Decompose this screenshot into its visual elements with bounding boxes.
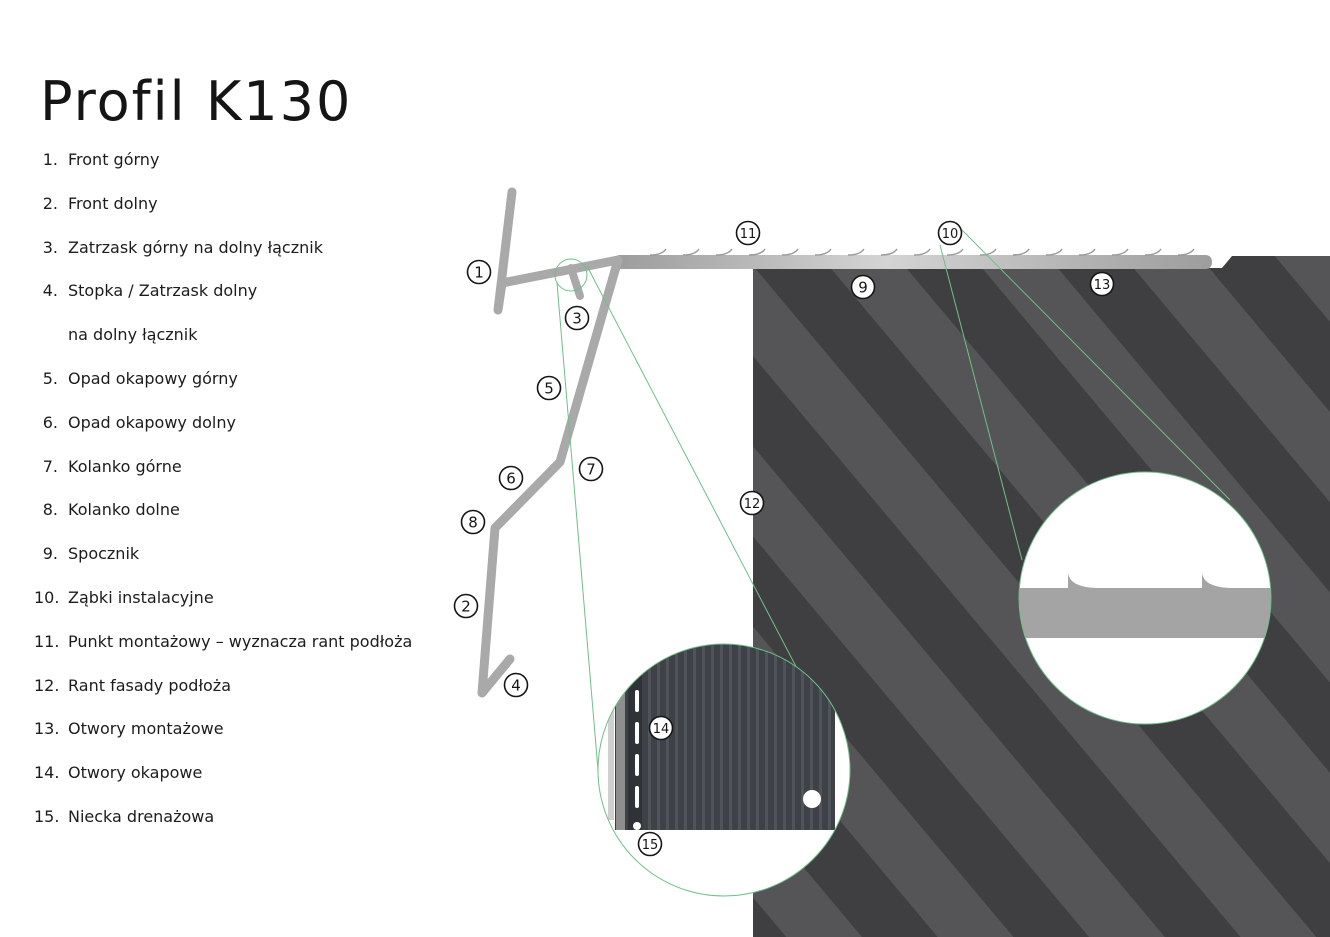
marker-label: 11 bbox=[740, 227, 757, 242]
marker: 5 bbox=[536, 375, 562, 401]
legend-item: 5. Opad okapowy górny bbox=[34, 367, 434, 411]
legend-number: 5. bbox=[42, 368, 58, 388]
marker: 2 bbox=[453, 593, 479, 619]
legend-item: 11. Punkt montażowy – wyznacza rant podło… bbox=[34, 630, 434, 674]
legend-item: 6. Opad okapowy dolny bbox=[34, 411, 434, 455]
legend-item: 4. Stopka / Zatrzask dolny bbox=[34, 279, 434, 323]
marker: 7 bbox=[578, 456, 604, 482]
installation-teeth bbox=[649, 248, 1195, 256]
marker: 8 bbox=[460, 509, 486, 535]
legend-label: Zatrzask górny na dolny łącznik bbox=[68, 237, 323, 257]
legend-number: 11. bbox=[34, 631, 60, 651]
legend-label: Front górny bbox=[68, 150, 160, 169]
legend-number: 12. bbox=[34, 675, 60, 695]
legend-label: Niecka drenażowa bbox=[68, 806, 215, 826]
legend-label: Rant fasady podłoża bbox=[68, 675, 231, 695]
legend-item: 10. Ząbki instalacyjne bbox=[34, 586, 434, 630]
legend-label: Otwory montażowe bbox=[68, 719, 224, 739]
legend-label: Opad okapowy górny bbox=[68, 368, 238, 388]
landing-plate bbox=[618, 255, 1212, 269]
marker-label: 13 bbox=[1094, 278, 1111, 293]
legend-item: 12. Rant fasady podłoża bbox=[34, 674, 434, 718]
marker: 3 bbox=[564, 305, 590, 331]
detail-circle-teeth bbox=[1018, 471, 1272, 725]
legend-label: Otwory okapowe bbox=[68, 763, 203, 783]
legend-number: 15. bbox=[34, 806, 60, 826]
marker-label: 10 bbox=[942, 227, 959, 242]
legend-item: na dolny łącznik bbox=[34, 323, 434, 367]
legend-item: 9. Spocznik bbox=[34, 542, 434, 586]
marker: 10 bbox=[937, 220, 963, 246]
legend-number: 10. bbox=[34, 587, 60, 607]
legend-item: 3. Zatrzask górny na dolny łącznik bbox=[34, 236, 434, 280]
legend-item: 14. Otwory okapowe bbox=[34, 761, 434, 805]
legend-list: 1. Front górny 2. Front dolny 3. Zatrzask g… bbox=[34, 148, 434, 849]
legend-number: 2. bbox=[42, 193, 58, 213]
upper-snap bbox=[567, 264, 584, 300]
legend-item: 8. Kolanko dolne bbox=[34, 498, 434, 542]
legend-item: 15. Niecka drenażowa bbox=[34, 805, 434, 849]
legend-number: 4. bbox=[42, 281, 58, 301]
legend-label: Kolanko górne bbox=[68, 456, 182, 476]
marker-label: 7 bbox=[586, 461, 596, 479]
marker-label: 14 bbox=[653, 722, 670, 737]
legend-label: Punkt montażowy – wyznacza rant podłoża bbox=[68, 631, 413, 651]
legend-label: Spocznik bbox=[68, 544, 140, 564]
marker-label: 8 bbox=[468, 514, 478, 532]
marker-label: 6 bbox=[506, 470, 516, 488]
legend-number: 14. bbox=[34, 763, 60, 783]
marker-label: 2 bbox=[461, 598, 471, 616]
marker: 6 bbox=[498, 465, 524, 491]
legend-number: 8. bbox=[42, 500, 58, 520]
marker-label: 4 bbox=[511, 677, 521, 695]
legend-item: 13. Otwory montażowe bbox=[34, 717, 434, 761]
legend-item: 1. Front górny bbox=[34, 148, 434, 192]
marker-label: 9 bbox=[858, 279, 868, 297]
legend-number: 13. bbox=[34, 719, 60, 739]
marker-label: 12 bbox=[744, 497, 761, 512]
marker: 11 bbox=[735, 220, 761, 246]
legend-number: 1. bbox=[42, 150, 58, 169]
marker: 4 bbox=[503, 672, 529, 698]
legend-label: na dolny łącznik bbox=[68, 325, 198, 345]
marker-label: 1 bbox=[474, 264, 484, 282]
legend-number: 3. bbox=[42, 237, 58, 257]
marker: 13 bbox=[1089, 271, 1115, 297]
marker: 1 bbox=[466, 259, 492, 285]
marker: 15 bbox=[637, 831, 663, 857]
legend-label: Kolanko dolne bbox=[68, 500, 180, 520]
legend-label: Stopka / Zatrzask dolny bbox=[68, 281, 258, 301]
marker: 14 bbox=[648, 715, 674, 741]
legend-label: Ząbki instalacyjne bbox=[68, 587, 214, 607]
detail-circle-drainage bbox=[597, 643, 851, 897]
legend-label: Opad okapowy dolny bbox=[68, 412, 236, 432]
marker-label: 15 bbox=[642, 838, 659, 853]
legend-item: 7. Kolanko górne bbox=[34, 455, 434, 499]
legend-item: 2. Front dolny bbox=[34, 192, 434, 236]
legend-number: 7. bbox=[42, 456, 58, 476]
marker-label: 3 bbox=[572, 310, 582, 328]
legend-label: Front dolny bbox=[68, 193, 158, 213]
marker: 12 bbox=[739, 490, 765, 516]
marker-label: 5 bbox=[544, 380, 554, 398]
marker: 9 bbox=[850, 274, 876, 300]
page-title: Profil K130 bbox=[40, 70, 353, 133]
legend-number: 6. bbox=[42, 412, 58, 432]
legend-number: 9. bbox=[42, 544, 58, 564]
profile-section bbox=[477, 187, 623, 698]
